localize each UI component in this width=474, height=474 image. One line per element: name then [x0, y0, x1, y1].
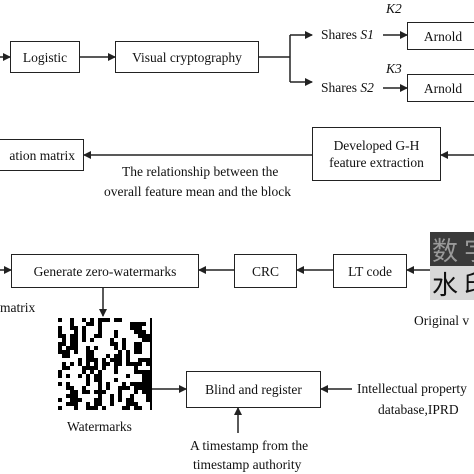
logistic-box: Logistic	[10, 41, 80, 73]
lt-code-box: LT code	[333, 254, 407, 288]
original-label: Original v	[414, 313, 470, 328]
relationship-label-line2: overall feature mean and the block	[104, 184, 292, 199]
lt-code-label: LT code	[348, 263, 392, 279]
feature-extraction-box: Developed G-H feature extraction	[312, 127, 441, 181]
key-k2-label: K2	[386, 0, 402, 17]
ip-label-line1: Intellectual property	[357, 381, 467, 396]
visual-cryptography-label: Visual cryptography	[132, 49, 242, 65]
original-image-bottom	[430, 266, 474, 300]
visual-cryptography-box: Visual cryptography	[115, 41, 259, 73]
crc-label: CRC	[251, 263, 279, 279]
arnold-label-1: Arnold	[423, 28, 463, 44]
feature-extraction-line1: Developed G-H	[333, 138, 420, 153]
shares-s2-prefix: Shares	[321, 80, 361, 95]
generate-zero-watermarks-box: Generate zero-watermarks	[11, 254, 199, 288]
shares-s2-label: Shares S2	[321, 79, 374, 96]
matrix-fragment-label: matrix	[0, 300, 36, 315]
original-char-4: 印	[464, 267, 474, 301]
relation-matrix-label: ation matrix	[9, 147, 75, 163]
shares-s1-prefix: Shares	[321, 27, 361, 42]
original-char-2: 字	[464, 233, 474, 267]
key-k3-text: K3	[386, 61, 402, 76]
original-image-top	[430, 232, 474, 266]
watermarks-label: Watermarks	[67, 419, 132, 434]
shares-s1-label: Shares S1	[321, 26, 374, 43]
shares-s1-var: S1	[360, 27, 374, 42]
arnold-box-2: Arnold	[407, 74, 474, 102]
ip-label-line2: database,IPRD	[378, 402, 459, 417]
relation-matrix-box: ation matrix	[0, 139, 84, 171]
shares-s2-var: S2	[360, 80, 374, 95]
blind-register-label: Blind and register	[205, 382, 302, 397]
relationship-label-line1: The relationship between the	[122, 164, 279, 179]
arnold-label-2: Arnold	[423, 80, 463, 96]
feature-extraction-line2: feature extraction	[329, 155, 424, 170]
crc-box: CRC	[234, 254, 297, 288]
blind-register-box: Blind and register	[186, 371, 321, 408]
timestamp-label-line1: A timestamp from the	[190, 438, 309, 453]
logistic-label: Logistic	[22, 49, 68, 65]
original-char-1: 数	[432, 236, 459, 267]
original-image-thumbnail: 数 字 水 印	[430, 232, 474, 300]
timestamp-label-line2: timestamp authority	[193, 457, 302, 472]
generate-zero-watermarks-label: Generate zero-watermarks	[33, 263, 177, 279]
key-k3-label: K3	[386, 60, 402, 77]
arnold-box-1: Arnold	[407, 22, 474, 50]
original-char-3: 水	[432, 270, 459, 301]
zero-watermark-image	[58, 318, 152, 410]
key-k2-text: K2	[386, 1, 402, 16]
